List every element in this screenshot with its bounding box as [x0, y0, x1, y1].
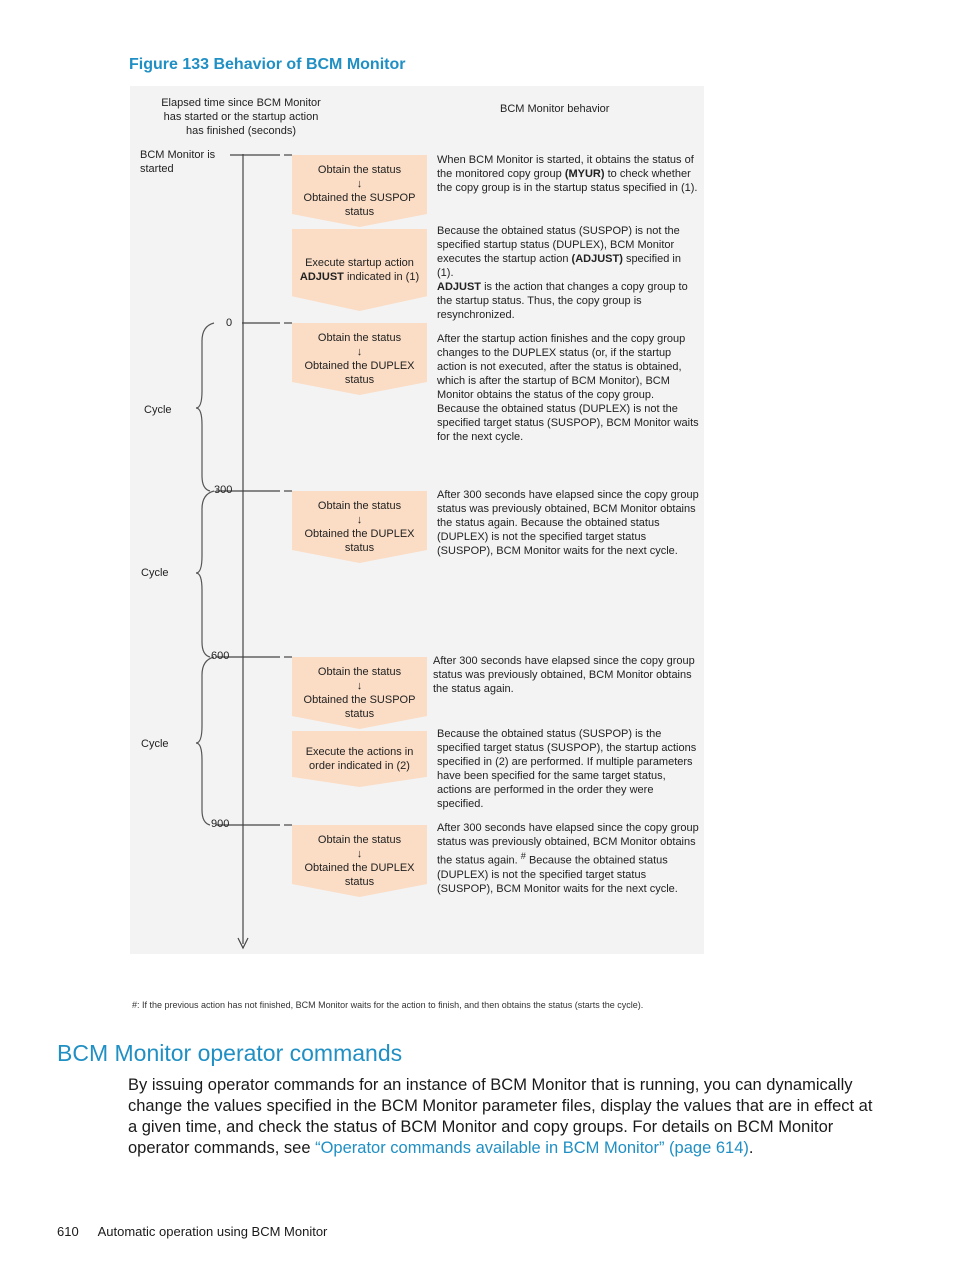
tick-900: 900 [211, 818, 230, 830]
description-6: Because the obtained status (SUSPOP) is … [437, 728, 697, 810]
cycle-label-2: Cycle [141, 567, 169, 579]
execute-actions-box: Execute the actions in order indicated i… [292, 731, 427, 787]
startup-action-box: Execute startup action ADJUST indicated … [292, 229, 427, 311]
section-heading: BCM Monitor operator commands [57, 1040, 403, 1066]
description-2: Because the obtained status (SUSPOP) is … [437, 225, 688, 321]
timeline-lines [195, 154, 292, 950]
status-box-1: Obtain the status ↓ Obtained the SUSPOP … [292, 155, 427, 227]
page-reference-link[interactable]: “Operator commands available in BCM Moni… [315, 1139, 749, 1157]
figure-header-right: BCM Monitor behavior [500, 103, 610, 115]
tick-300: 300 [214, 484, 233, 496]
status-box-2: Obtain the status ↓ Obtained the DUPLEX … [292, 323, 427, 395]
cycle-label-1: Cycle [144, 404, 172, 416]
page-footer: 610 Automatic operation using BCM Monito… [57, 1224, 327, 1239]
page-number: 610 [57, 1224, 79, 1239]
tick-600: 600 [211, 650, 230, 662]
status-box-4: Obtain the status ↓ Obtained the SUSPOP … [292, 657, 427, 729]
body-paragraph: By issuing operator commands for an inst… [128, 1076, 873, 1157]
description-4: After 300 seconds have elapsed since the… [437, 489, 699, 557]
cycle-label-3: Cycle [141, 738, 169, 750]
bcm-monitor-figure: Elapsed time since BCM Monitor has start… [130, 86, 704, 954]
tick-0: 0 [226, 317, 233, 329]
started-label: BCM Monitor is started [140, 149, 216, 175]
description-1: When BCM Monitor is started, it obtains … [437, 154, 698, 194]
figure-header-left: Elapsed time since BCM Monitor has start… [161, 97, 321, 137]
running-title: Automatic operation using BCM Monitor [97, 1224, 328, 1239]
description-3: After the startup action finishes and th… [437, 333, 699, 443]
description-5: After 300 seconds have elapsed since the… [433, 655, 695, 695]
figure-caption: Figure 133 Behavior of BCM Monitor [129, 56, 406, 73]
figure-footnote: #: If the previous action has not finish… [132, 1000, 644, 1010]
status-box-3: Obtain the status ↓ Obtained the DUPLEX … [292, 491, 427, 563]
description-7: After 300 seconds have elapsed since the… [437, 822, 699, 895]
status-box-5: Obtain the status ↓ Obtained the DUPLEX … [292, 825, 427, 897]
